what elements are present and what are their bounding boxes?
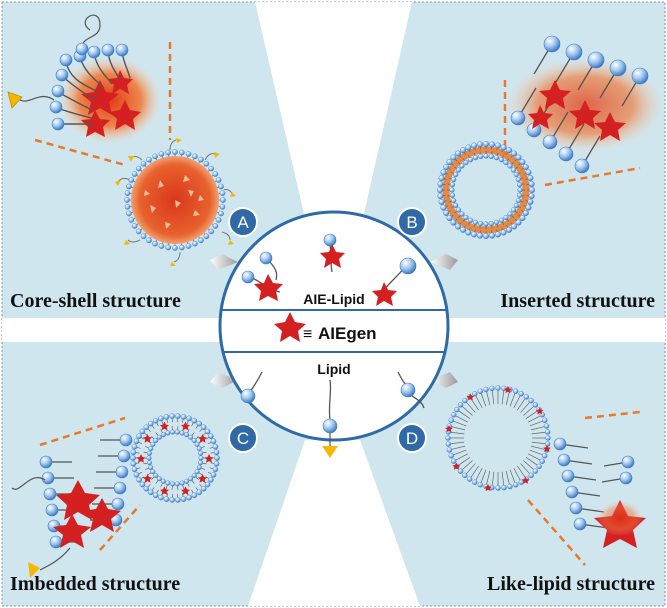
- ligand-triangle-icon: [28, 562, 40, 578]
- svg-text:B: B: [406, 213, 417, 232]
- imbedded-liposome: [130, 413, 220, 503]
- caption-like-lipid: Like-lipid structure: [487, 573, 655, 595]
- inserted-aiegen-stars: [528, 80, 626, 141]
- aiegen-label: AIEgen: [318, 324, 377, 343]
- badge-a: A: [228, 207, 258, 237]
- caption-core-shell: Core-shell structure: [10, 290, 181, 312]
- legend-circle: [218, 210, 450, 442]
- badge-d: D: [397, 423, 427, 453]
- aiegen-cluster: [81, 70, 141, 137]
- nanoparticle-lipid-ring: [124, 149, 226, 251]
- aiegen-equiv-symbol: ≡: [303, 326, 312, 343]
- peg-chains: [11, 477, 71, 571]
- svg-text:A: A: [237, 213, 249, 232]
- aie-lipid-label: AIE-Lipid: [303, 291, 364, 307]
- ligand-triangle-icon: [322, 446, 338, 458]
- badge-b: B: [397, 207, 427, 237]
- lipid-label: Lipid: [317, 361, 350, 377]
- aiegen-star-icon: [274, 312, 306, 342]
- svg-text:C: C: [237, 429, 249, 448]
- panel-c-illustration: [11, 413, 220, 578]
- panel-b-illustration: [437, 35, 665, 239]
- lipid-heads: [49, 42, 129, 131]
- arrow-icons: [210, 254, 458, 388]
- zoom-guide-lines: [34, 42, 172, 167]
- ligand-triangle-icon: [7, 91, 23, 109]
- svg-text:D: D: [406, 429, 418, 448]
- panel-d-illustration: [445, 385, 646, 566]
- caption-imbedded: Imbedded structure: [10, 573, 180, 595]
- zoom-guide-lines: [39, 416, 141, 551]
- like-lipid-vesicle: [445, 385, 551, 492]
- center-legend: AIE-Lipid ≡ AIEgen Lipid: [210, 210, 458, 458]
- caption-inserted: Inserted structure: [500, 290, 655, 312]
- bilayer-tails: [510, 35, 649, 174]
- liposome-vesicle: [437, 140, 536, 239]
- zoom-guide-lines: [527, 410, 641, 566]
- panel-badges: A B C D: [228, 207, 427, 453]
- zoom-guide-lines: [503, 80, 641, 187]
- panel-a-illustration: [7, 14, 236, 266]
- imbedded-aiegen-stars: [53, 480, 121, 548]
- badge-c: C: [228, 423, 258, 453]
- bilayer-fragment: [553, 437, 635, 531]
- core-shell-nanoparticle: [115, 138, 236, 266]
